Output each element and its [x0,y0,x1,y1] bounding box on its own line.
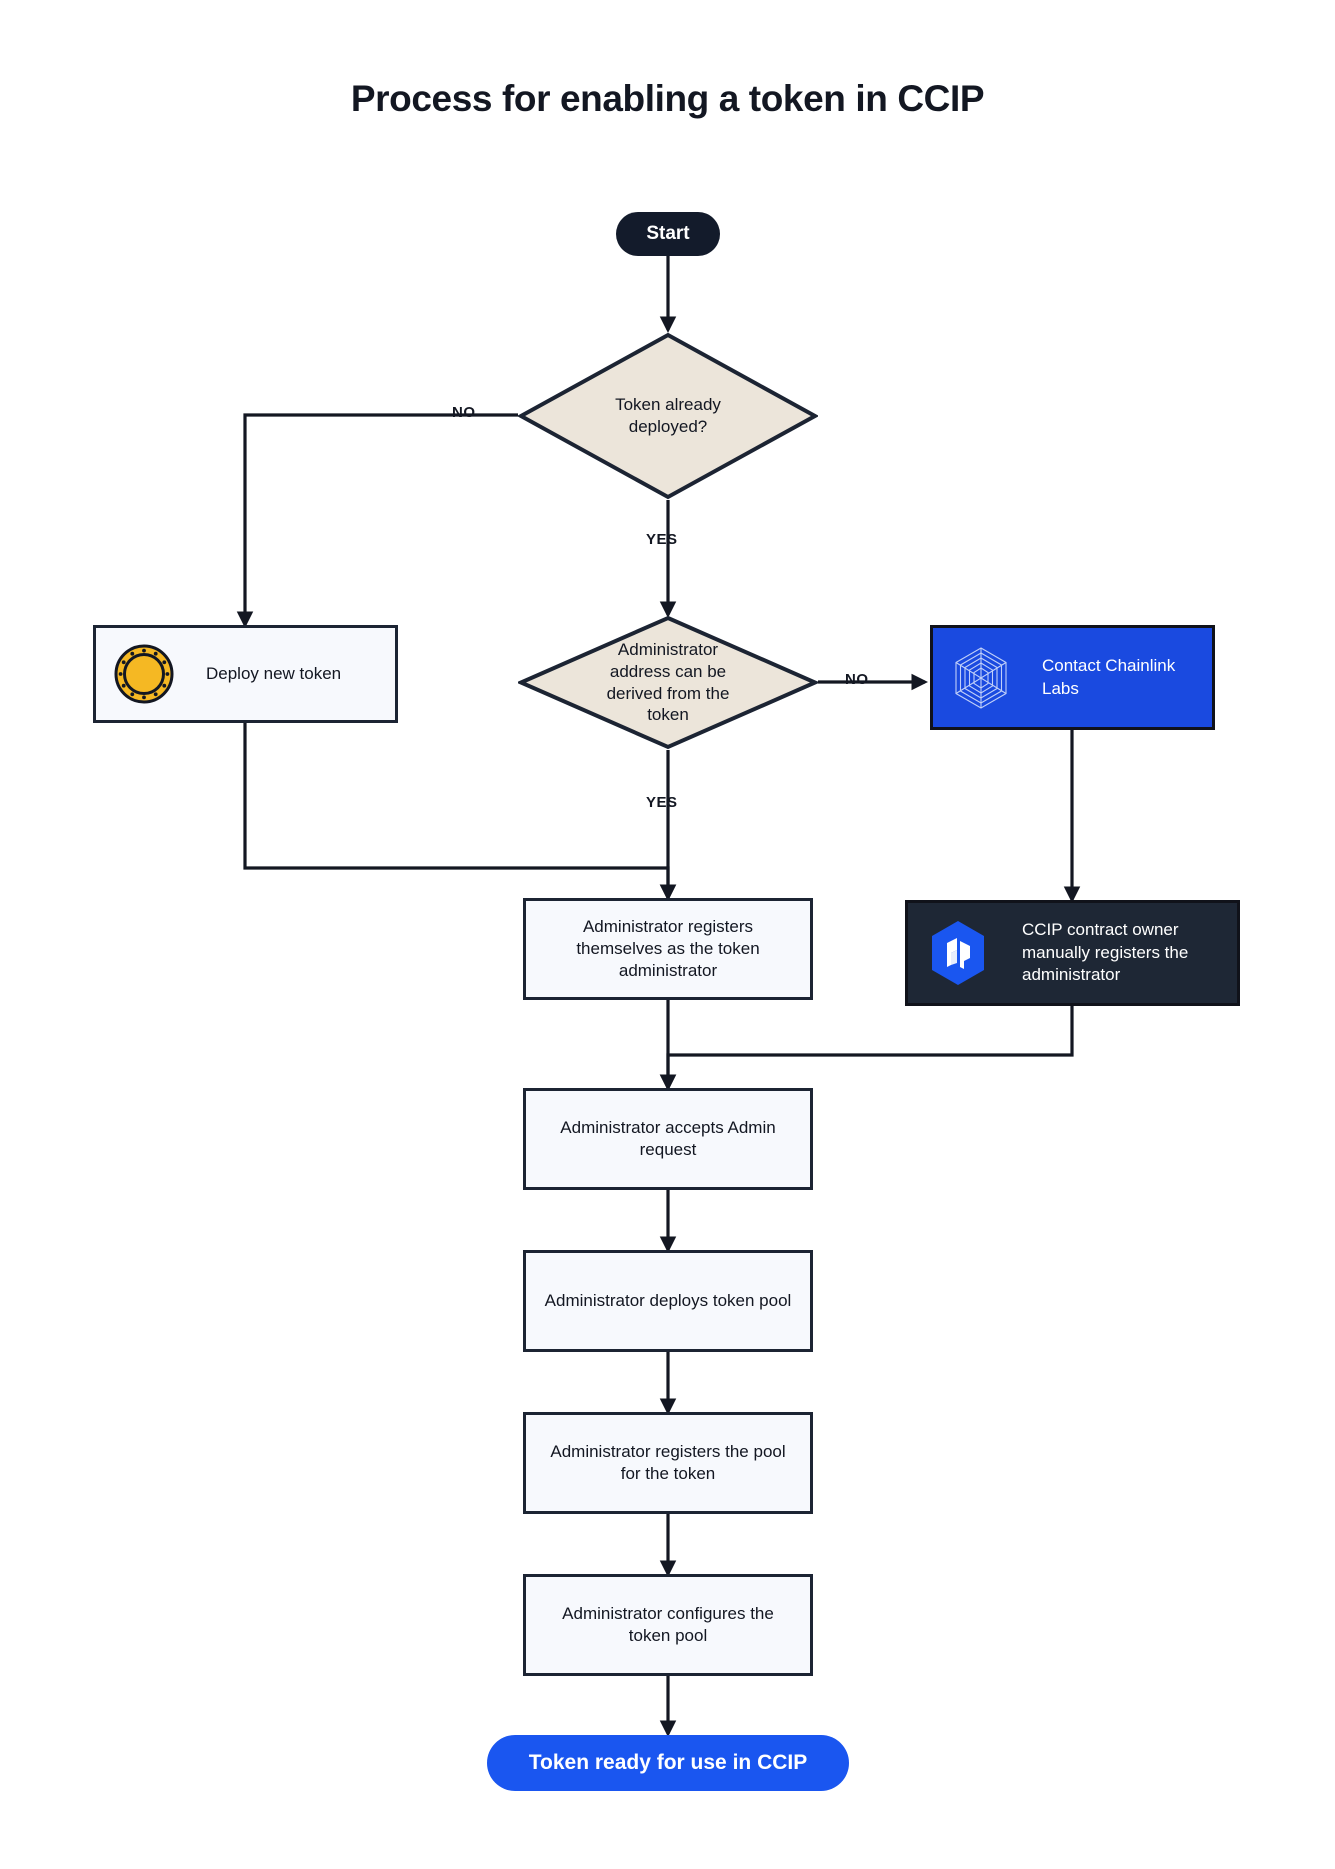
node-decision-token-deployed[interactable]: Token already deployed? [518,332,818,500]
ccip-logo-icon [908,919,1008,987]
node-deploy-new-token[interactable]: Deploy new token [93,625,398,723]
node-end[interactable]: Token ready for use in CCIP [487,1735,849,1791]
edge-decision1-no [236,413,518,628]
node-contact-chainlink-labs[interactable]: Contact Chainlink Labs [930,625,1215,730]
node-admin-deploys-pool-label: Administrator deploys token pool [544,1291,792,1311]
node-admin-configures-pool-label: Administrator configures the token pool [562,1604,774,1645]
node-end-label: Token ready for use in CCIP [528,1750,808,1774]
node-start-label: Start [646,222,690,244]
edge-label-no-admin-derived: NO [845,671,869,688]
edge-label-yes-token-deployed: YES [646,531,678,548]
node-admin-accepts-request-label: Administrator accepts Admin request [560,1118,776,1159]
edge-label-no-token-deployed: NO [452,404,476,421]
node-deploy-new-token-label: Deploy new token [206,664,342,684]
node-admin-deploys-pool[interactable]: Administrator deploys token pool [523,1250,813,1352]
gold-coin-icon [96,643,192,705]
node-start[interactable]: Start [616,212,720,256]
node-decision-admin-derived[interactable]: Administrator address can be derived fro… [518,615,818,750]
chainlink-logo-icon [933,645,1028,711]
edge-deploy-to-admin-registers [243,723,677,901]
node-ccip-owner-registers-label: CCIP contract owner manually registers t… [1022,919,1189,985]
page-title: Process for enabling a token in CCIP [350,78,985,119]
node-admin-registers-pool[interactable]: Administrator registers the pool for the… [523,1412,813,1514]
node-ccip-owner-registers[interactable]: CCIP contract owner manually registers t… [905,900,1240,1006]
node-admin-registers-self[interactable]: Administrator registers themselves as th… [523,898,813,1000]
node-admin-registers-self-label: Administrator registers themselves as th… [576,917,760,980]
node-admin-registers-pool-label: Administrator registers the pool for the… [550,1442,786,1483]
edge-label-yes-admin-derived: YES [646,794,678,811]
diamond-shape-1 [518,332,818,500]
node-admin-configures-pool[interactable]: Administrator configures the token pool [523,1574,813,1676]
diamond-shape-2 [518,615,818,750]
node-admin-accepts-request[interactable]: Administrator accepts Admin request [523,1088,813,1190]
node-contact-chainlink-labs-label: Contact Chainlink Labs [1042,655,1176,698]
edge-ccip-owner-to-accepts [659,1006,1074,1091]
